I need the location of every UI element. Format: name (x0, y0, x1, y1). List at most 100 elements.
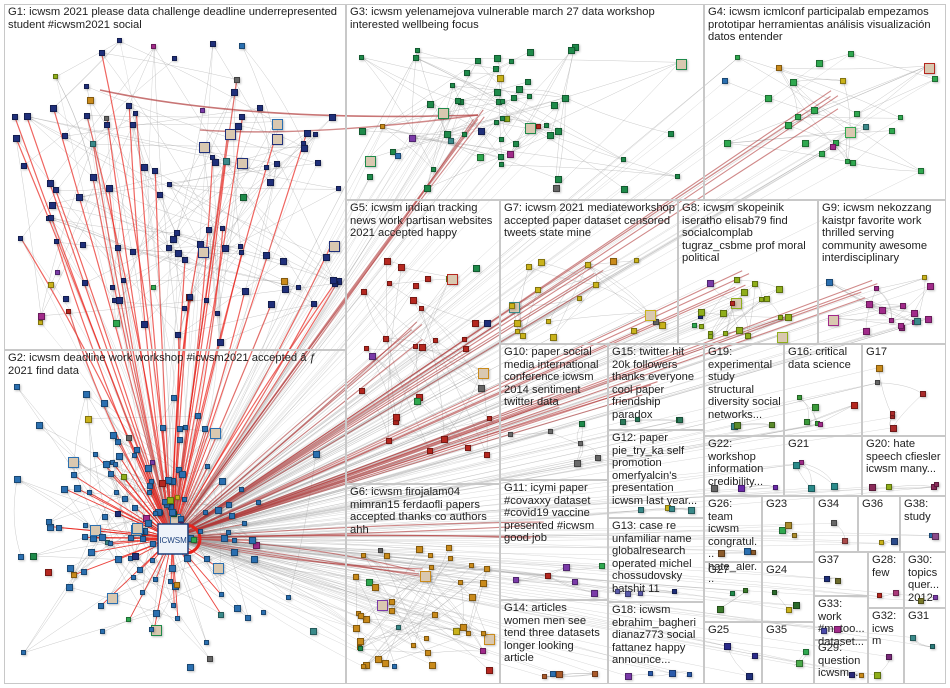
node (775, 64, 782, 71)
edge (638, 419, 680, 421)
edge (171, 370, 482, 539)
edge (364, 558, 451, 668)
edge (501, 96, 530, 141)
edge (171, 382, 879, 539)
node (149, 540, 156, 547)
edge (726, 130, 893, 144)
node (54, 270, 60, 276)
edge (171, 537, 641, 595)
edge (171, 421, 396, 539)
node (336, 186, 342, 192)
node (707, 280, 715, 288)
node (620, 185, 628, 193)
group-label-g21: G21 (788, 438, 810, 450)
node (384, 552, 391, 559)
edge (171, 296, 190, 539)
edge (171, 61, 478, 539)
node (885, 653, 892, 660)
node (251, 555, 259, 563)
node (116, 38, 122, 44)
node (48, 214, 55, 221)
node (132, 504, 139, 511)
node (98, 534, 106, 541)
edge (738, 57, 902, 119)
node (131, 452, 137, 458)
node (633, 257, 639, 263)
node (209, 428, 221, 440)
node (47, 282, 54, 289)
node (130, 575, 136, 581)
node (46, 179, 54, 187)
node (637, 507, 644, 514)
group-box-g20: G20: hate speech cfiesler icwsm many... (862, 436, 946, 496)
node (178, 516, 185, 523)
node (427, 553, 433, 559)
edge (171, 462, 577, 539)
node (764, 94, 772, 102)
node (802, 140, 810, 148)
edge (171, 285, 417, 539)
node (166, 182, 172, 188)
node (282, 286, 290, 294)
node (461, 336, 467, 342)
edge (171, 284, 390, 539)
node (799, 460, 805, 466)
group-box-g28: G28: few (868, 552, 904, 608)
node (493, 54, 501, 62)
node (140, 590, 146, 596)
edge (84, 238, 174, 284)
node (369, 352, 377, 360)
edge (49, 467, 208, 523)
node (875, 379, 881, 385)
node (166, 244, 173, 251)
edge (171, 125, 548, 539)
node (562, 94, 570, 102)
edge (171, 537, 472, 598)
edge (171, 382, 879, 539)
edge (13, 479, 22, 558)
edge (171, 486, 935, 539)
group-label-g11: G11: icymi paper #covaxxy dataset #covid… (504, 482, 598, 544)
edge (153, 288, 179, 539)
group-box-g29: G29: question icwsm... (814, 640, 868, 684)
node (131, 553, 139, 561)
node (850, 160, 857, 167)
edge (171, 537, 435, 616)
node (67, 456, 79, 468)
edge (171, 340, 437, 539)
edge (171, 424, 822, 539)
edge (415, 57, 625, 161)
group-box-g25: G25 (704, 622, 762, 684)
edge (171, 320, 918, 539)
edge (171, 122, 498, 539)
node (134, 447, 141, 454)
edge (171, 537, 690, 675)
edge (171, 537, 431, 557)
node (182, 496, 188, 502)
node (383, 335, 390, 342)
edge (171, 394, 643, 539)
node (676, 59, 688, 71)
node (447, 555, 453, 561)
node (23, 113, 31, 121)
node (241, 287, 249, 295)
node (708, 333, 714, 339)
node (691, 322, 697, 328)
edge (171, 318, 929, 539)
node (140, 321, 148, 329)
edge (513, 97, 625, 161)
hub-node-icwsm: ICWSM (156, 522, 190, 561)
edge (171, 303, 272, 539)
node (66, 565, 74, 573)
edge (502, 164, 678, 177)
node (412, 54, 419, 61)
edge (468, 568, 488, 635)
edge (171, 270, 743, 539)
group-box-g36: G36 (858, 496, 900, 552)
edge (171, 273, 750, 539)
node (733, 277, 740, 284)
node (174, 616, 180, 622)
node (312, 451, 320, 459)
edge (259, 108, 271, 182)
group-label-g23: G23 (766, 498, 788, 510)
